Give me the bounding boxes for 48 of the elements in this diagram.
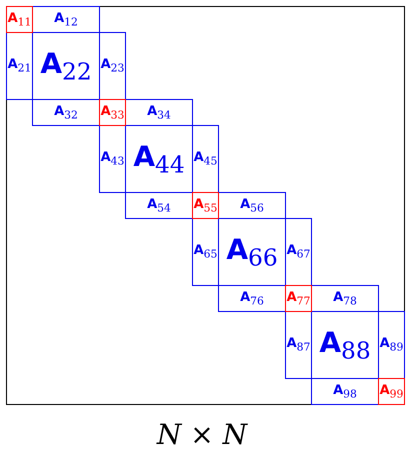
block-label: A$_{87}$ xyxy=(286,336,310,354)
block-label: A$_{76}$ xyxy=(240,290,264,308)
block-label: A$_{77}$ xyxy=(286,290,310,308)
matrix-block xyxy=(378,311,405,379)
block-label: A$_{88}$ xyxy=(319,326,371,364)
block-label: A$_{43}$ xyxy=(100,150,124,168)
matrix-block xyxy=(285,311,312,379)
matrix-block xyxy=(99,125,126,193)
block-label: A$_{54}$ xyxy=(147,196,171,214)
matrix-block xyxy=(285,285,312,312)
matrix-block xyxy=(378,378,405,405)
matrix-block xyxy=(311,378,379,405)
matrix-block xyxy=(99,99,126,126)
block-label: A$_{32}$ xyxy=(54,104,78,122)
matrix-block xyxy=(285,218,312,286)
matrix-block xyxy=(32,99,100,126)
block-label: A$_{34}$ xyxy=(147,104,171,122)
block-label: A$_{56}$ xyxy=(240,196,264,214)
matrix-block xyxy=(6,32,33,100)
block-label: A$_{55}$ xyxy=(194,196,218,214)
matrix-block xyxy=(192,125,219,193)
block-label: A$_{99}$ xyxy=(380,382,404,400)
block-label: A$_{45}$ xyxy=(194,150,218,168)
matrix-block xyxy=(218,285,286,312)
block-label: A$_{78}$ xyxy=(333,290,357,308)
matrix-block xyxy=(192,192,219,219)
block-label: A$_{33}$ xyxy=(100,104,124,122)
block-label: A$_{89}$ xyxy=(380,336,404,354)
matrix-block xyxy=(32,6,100,33)
matrix-block xyxy=(125,99,193,126)
block-label: A$_{44}$ xyxy=(133,140,185,178)
block-label: A$_{22}$ xyxy=(40,46,92,86)
block-label: A$_{98}$ xyxy=(333,382,357,400)
matrix-outline xyxy=(6,6,405,405)
matrix-block xyxy=(311,285,379,312)
block-label: A$_{23}$ xyxy=(100,57,124,75)
matrix-block xyxy=(218,192,286,219)
block-label: A$_{65}$ xyxy=(194,243,218,261)
matrix-block xyxy=(125,192,193,219)
block-label: A$_{11}$ xyxy=(8,10,32,28)
caption: N × N xyxy=(155,418,249,451)
block-label: A$_{67}$ xyxy=(286,243,310,261)
block-label: A$_{12}$ xyxy=(54,10,78,28)
matrix-block xyxy=(99,32,126,100)
block-label: A$_{21}$ xyxy=(8,57,32,75)
block-label: A$_{66}$ xyxy=(226,232,278,272)
matrix-block xyxy=(192,218,219,286)
matrix-block xyxy=(6,6,33,33)
